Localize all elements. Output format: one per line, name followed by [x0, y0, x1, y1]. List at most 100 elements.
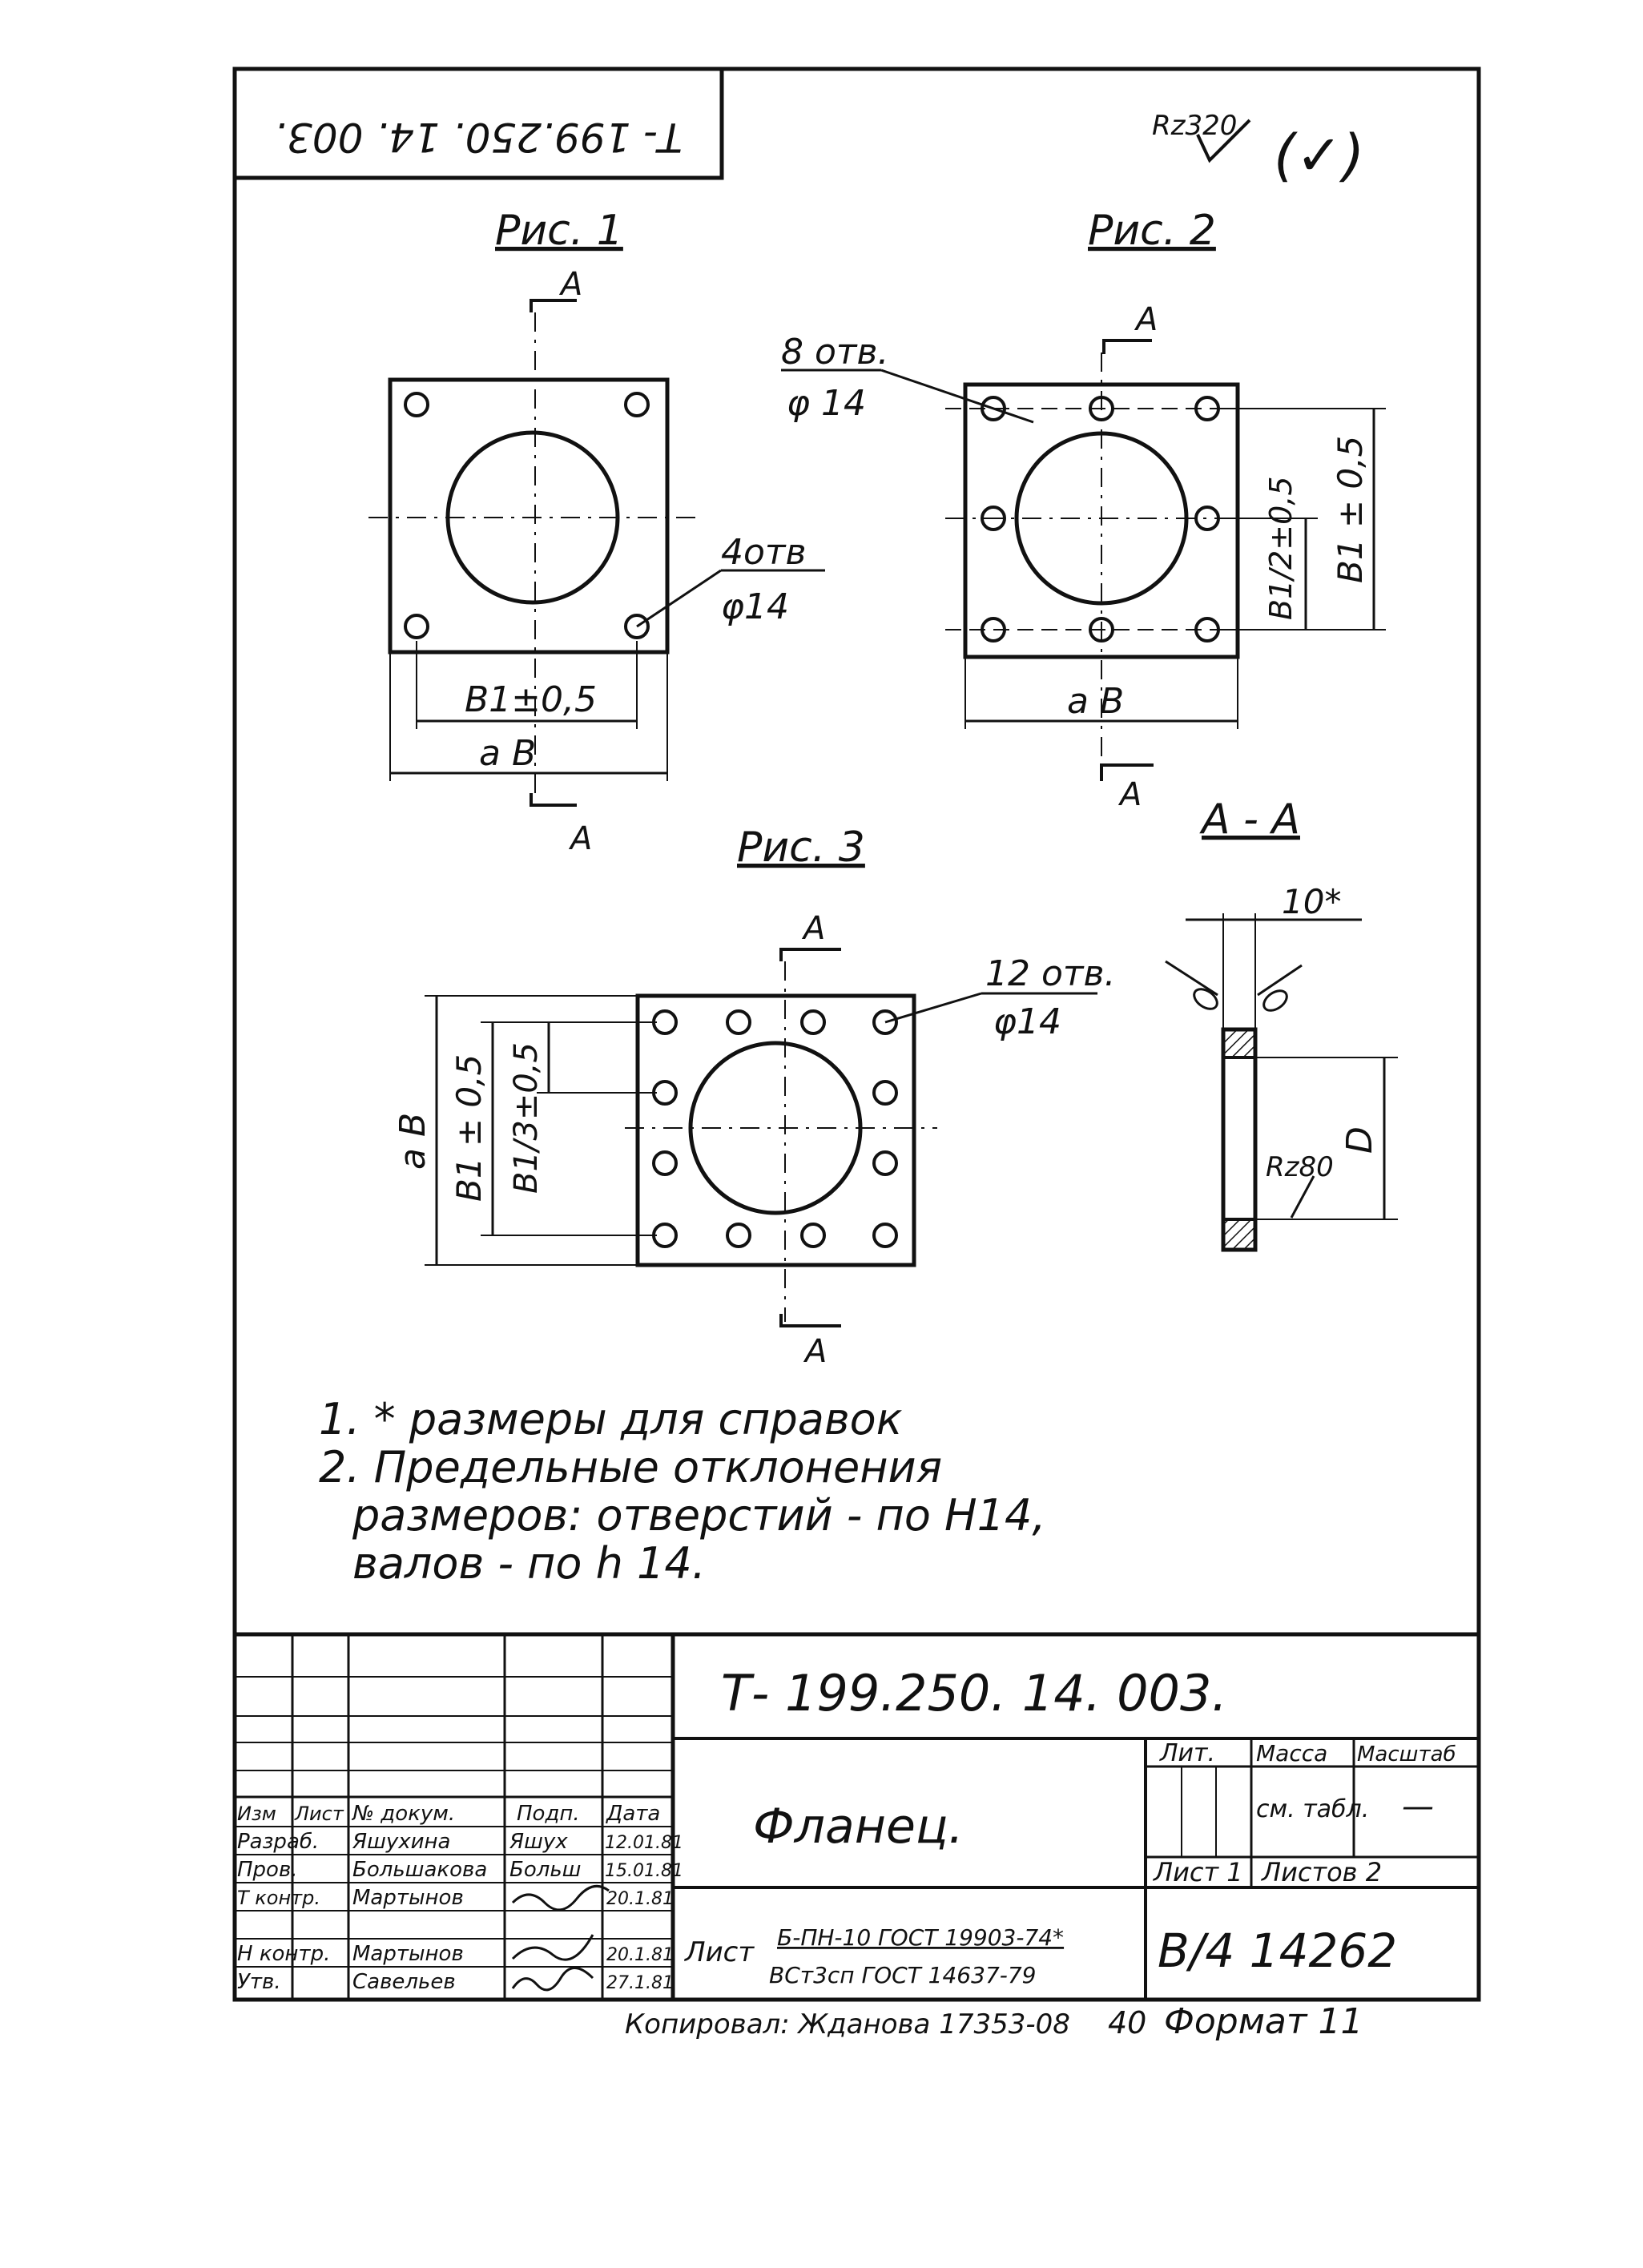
tb-h-sign: Подп.: [517, 1802, 580, 1826]
section-hatch-top: [1222, 1028, 1257, 1059]
tb-scale-label: Масштаб: [1357, 1742, 1456, 1766]
fig1-dim-a: a B: [479, 733, 536, 774]
stamp-number-text: Т- 199.250. 14. 003.: [274, 114, 683, 160]
fig1-hole: [404, 614, 429, 639]
fig3-hole: [872, 1009, 898, 1035]
section-title: A - A: [1199, 796, 1300, 844]
fig3-section-arrow-top: [779, 948, 841, 961]
section-hatch-bottom: [1222, 1218, 1257, 1251]
note-2c: валов - по h 14.: [352, 1538, 706, 1589]
section-weld-mark-r: [1262, 989, 1288, 1012]
fig3-dim-b: B1 ± 0,5: [449, 1054, 489, 1202]
tb-name-2: Мартынов: [352, 1886, 464, 1910]
fig1-section-arrow-bottom: [530, 793, 577, 807]
section-plate: [1221, 1027, 1258, 1252]
fig2-flange: [963, 382, 1240, 659]
tb-sign-2: [511, 1884, 610, 1911]
tb-lit-label: Лит.: [1159, 1739, 1215, 1767]
section-roughness: Rz80: [1266, 1151, 1334, 1183]
fig1-hole-dia: φ14: [721, 586, 789, 627]
fig1-hole: [404, 392, 429, 417]
section-weld-l: [1165, 960, 1218, 997]
fig3-dim-a: a B: [393, 1113, 433, 1170]
tb-name-4: Савельев: [352, 1970, 456, 1994]
note-2: 2. Предельные отклонения: [319, 1442, 942, 1493]
fig3-hole: [872, 1223, 898, 1248]
title-block: [235, 1632, 1479, 2000]
tb-h-doc: № докум.: [351, 1802, 455, 1826]
fig3-hole: [872, 1150, 898, 1176]
sheet-frame: [232, 66, 1481, 2002]
roughness-check: (✓): [1274, 123, 1364, 188]
fig1-hole: [624, 614, 650, 639]
fig2-title: Рис. 2: [1088, 207, 1216, 255]
fig1-holes-label: 4отв: [721, 532, 806, 573]
fig2-section-arrow-top: [1102, 339, 1152, 354]
fig2-dim-b: B1 ± 0,5: [1331, 436, 1370, 583]
fig2-hole: [981, 506, 1006, 531]
section-weld-r: [1257, 964, 1303, 997]
fig1-section-arrow-top: [530, 299, 577, 312]
tb-material-line1: Б-ПН-10 ГОСТ 19903-74*: [777, 1924, 1064, 1951]
fig2-hole: [1089, 617, 1114, 643]
roughness-general: Rz320: [1152, 110, 1237, 142]
fig2-holes: [981, 396, 1220, 643]
tb-material-prefix: Лист: [683, 1936, 755, 1968]
tb-scale-value: —: [1402, 1788, 1434, 1825]
tb-date-1: 15.01.81: [605, 1861, 683, 1881]
section-diameter: D: [1339, 1126, 1380, 1154]
note-2b: размеров: отверстий - по Н14,: [352, 1490, 1046, 1541]
footer-copied: Копировал: Жданова 17353-08: [625, 2008, 1070, 2040]
fig1-bore: [445, 430, 620, 605]
fig3-hole: [800, 1009, 826, 1035]
tb-h-list: Лист: [294, 1803, 344, 1825]
fig3-holes: [652, 1009, 898, 1248]
tb-date-3: 20.1.81: [606, 1945, 674, 1965]
fig2-bore: [1014, 431, 1189, 606]
tb-name-3: Мартынов: [352, 1942, 464, 1966]
fig2-holes-label: 8 отв.: [781, 332, 888, 373]
fig2-hole-leader: [880, 369, 1034, 424]
fig2-dim-half: B1/2±0,5: [1263, 477, 1299, 621]
fig3-flange: [635, 993, 916, 1267]
tb-date-4: 27.1.81: [606, 1973, 674, 1993]
tb-role-4: Утв.: [237, 1970, 281, 1994]
fig2-hole: [981, 617, 1006, 643]
fig3-dim-third: B1/3±0,5: [508, 1042, 545, 1194]
tb-sheets: Листов 2: [1261, 1857, 1382, 1887]
fig1-section-label-top: A: [558, 266, 582, 303]
tb-org-code: В/4 14262: [1158, 1924, 1397, 1978]
tb-h-izm: Изм: [237, 1803, 276, 1825]
fig3-hole: [652, 1080, 678, 1106]
fig1-dim-b: B1±0,5: [465, 679, 597, 720]
tb-date-0: 12.01.81: [605, 1833, 683, 1853]
fig3-hole-dia: φ14: [993, 1001, 1061, 1042]
tb-role-3: Н контр.: [237, 1942, 330, 1966]
footer-format: Формат 11: [1164, 2001, 1363, 2042]
fig3-title: Рис. 3: [737, 824, 865, 872]
fig1-flange: [388, 377, 670, 655]
fig1-title: Рис. 1: [495, 207, 623, 255]
note-1: 1. * размеры для справок: [319, 1394, 903, 1444]
tb-sign-4: [511, 1967, 594, 1992]
section-rough-leader: [1290, 1175, 1315, 1219]
fig1-hole-leader: [636, 569, 722, 628]
fig3-section-arrow-bottom: [779, 1314, 841, 1327]
footer-format-number: 40: [1108, 2005, 1146, 2040]
fig3-section-label-top: A: [801, 910, 825, 947]
tb-role-2: Т контр.: [237, 1887, 320, 1909]
tb-sign-3: [511, 1934, 594, 1961]
tb-h-date: Дата: [606, 1802, 660, 1826]
fig3-hole-leader: [884, 992, 982, 1024]
fig1-holes: [404, 392, 650, 639]
fig2-section-label-top: A: [1134, 301, 1158, 338]
fig3-holes-label: 12 отв.: [985, 953, 1115, 994]
tb-doc-number: Т- 199.250. 14. 003.: [721, 1664, 1227, 1722]
fig3-hole: [652, 1009, 678, 1035]
fig1-hole: [624, 392, 650, 417]
tb-name-1: Большакова: [352, 1858, 487, 1882]
tb-sheet: Лист 1: [1153, 1857, 1243, 1887]
fig1-section-label-bottom: A: [568, 820, 592, 857]
fig3-hole: [800, 1223, 826, 1248]
fig2-hole-dia: φ 14: [787, 383, 866, 424]
